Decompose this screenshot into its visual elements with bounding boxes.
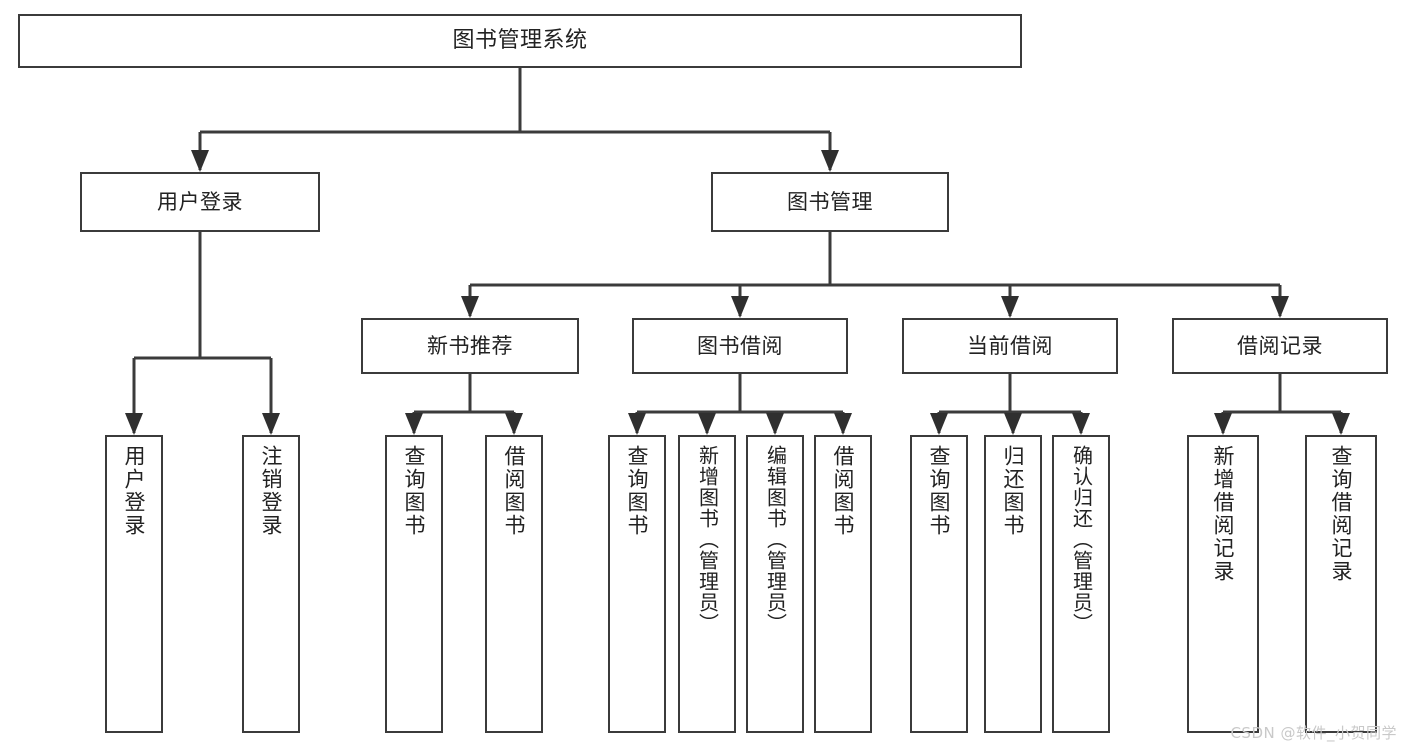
connector-arrowhead	[698, 413, 716, 435]
node-root[interactable]: 图书管理系统	[18, 14, 1022, 68]
node-leaf-query-record[interactable]: 查询借阅记录	[1305, 435, 1377, 733]
node-leaf-logout[interactable]: 注销登录	[242, 435, 300, 733]
node-leaf-query-book-3[interactable]: 查询图书	[910, 435, 968, 733]
connector-arrowhead	[834, 413, 852, 435]
connector-arrowhead	[1072, 413, 1090, 435]
node-label: 查询图书	[927, 445, 952, 537]
node-label: 用户登录	[122, 445, 147, 537]
connector-arrowhead	[1271, 296, 1289, 318]
watermark: CSDN @软件_小贺同学	[1230, 724, 1397, 742]
connector-arrowhead	[125, 413, 143, 435]
node-label: 确认归还（管理员）	[1069, 445, 1094, 634]
node-label: 图书管理	[787, 189, 873, 214]
node-user-login[interactable]: 用户登录	[80, 172, 320, 232]
connector-arrowhead	[930, 413, 948, 435]
node-leaf-user-login[interactable]: 用户登录	[105, 435, 163, 733]
node-label: 查询图书	[625, 445, 650, 537]
node-borrow-record[interactable]: 借阅记录	[1172, 318, 1388, 374]
node-label: 新书推荐	[427, 333, 513, 358]
connector-arrowhead	[1214, 413, 1232, 435]
node-label: 查询图书	[402, 445, 427, 537]
node-leaf-add-record[interactable]: 新增借阅记录	[1187, 435, 1259, 733]
connector-arrowhead	[461, 296, 479, 318]
connector-arrowhead	[1332, 413, 1350, 435]
node-new-book-rec[interactable]: 新书推荐	[361, 318, 579, 374]
node-leaf-add-book[interactable]: 新增图书（管理员）	[678, 435, 736, 733]
node-label: 编辑图书（管理员）	[763, 445, 788, 634]
connector-arrowhead	[1004, 413, 1022, 435]
connector-arrowhead	[1001, 296, 1019, 318]
connector-arrowhead	[731, 296, 749, 318]
node-label: 查询借阅记录	[1329, 445, 1354, 583]
node-label: 图书借阅	[697, 333, 783, 358]
node-label: 归还图书	[1001, 445, 1026, 537]
node-label: 新增图书（管理员）	[695, 445, 720, 634]
node-leaf-query-book-2[interactable]: 查询图书	[608, 435, 666, 733]
node-label: 注销登录	[259, 445, 284, 537]
node-leaf-borrow-book-2[interactable]: 借阅图书	[814, 435, 872, 733]
connector-arrowhead	[405, 413, 423, 435]
node-label: 借阅记录	[1237, 333, 1323, 358]
node-label: 用户登录	[157, 189, 243, 214]
connector-arrowhead	[821, 150, 839, 172]
connector-arrowhead	[628, 413, 646, 435]
node-book-manage[interactable]: 图书管理	[711, 172, 949, 232]
node-label: 借阅图书	[831, 445, 856, 537]
node-leaf-borrow-book-1[interactable]: 借阅图书	[485, 435, 543, 733]
node-label: 图书管理系统	[452, 28, 588, 54]
node-book-borrow[interactable]: 图书借阅	[632, 318, 848, 374]
node-current-borrow[interactable]: 当前借阅	[902, 318, 1118, 374]
connector-arrowhead	[505, 413, 523, 435]
connector-arrowhead	[766, 413, 784, 435]
node-leaf-confirm-return[interactable]: 确认归还（管理员）	[1052, 435, 1110, 733]
node-label: 新增借阅记录	[1211, 445, 1236, 583]
node-label: 借阅图书	[502, 445, 527, 537]
connector-arrowhead	[262, 413, 280, 435]
node-leaf-query-book-1[interactable]: 查询图书	[385, 435, 443, 733]
node-label: 当前借阅	[967, 333, 1053, 358]
node-leaf-return-book[interactable]: 归还图书	[984, 435, 1042, 733]
connector-arrowhead	[191, 150, 209, 172]
node-leaf-edit-book[interactable]: 编辑图书（管理员）	[746, 435, 804, 733]
